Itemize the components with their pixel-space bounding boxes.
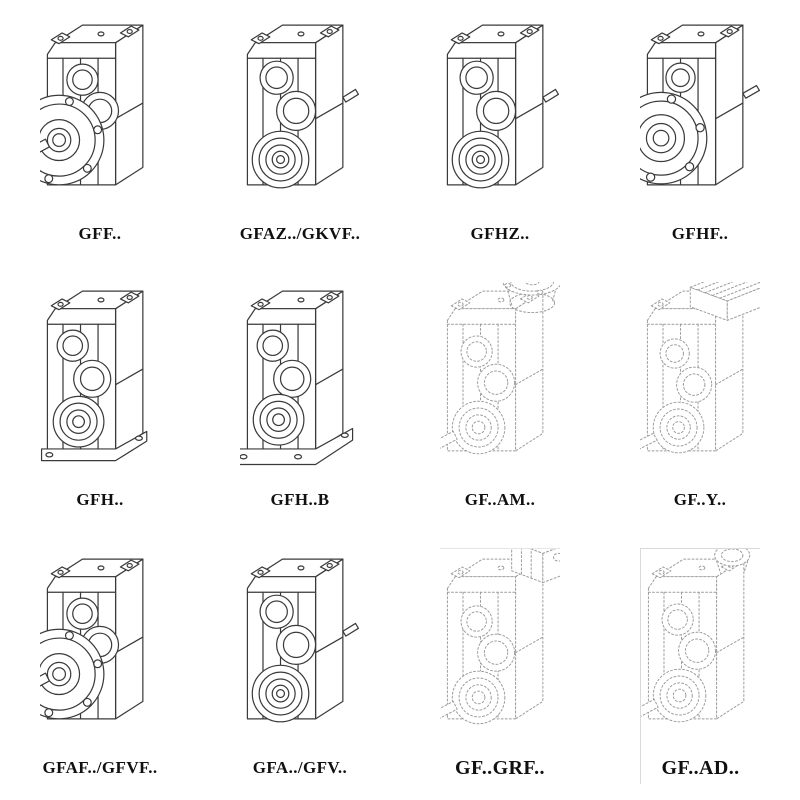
catalog-cell-gfa-gfv: GFA../GFV.. <box>240 548 360 784</box>
model-label-gff: GFF.. <box>78 224 122 243</box>
model-label-gfhz: GFHZ.. <box>470 224 530 243</box>
foot-mounted-gearbox-drawing <box>40 282 160 484</box>
model-label-gfa-gfv: GFA../GFV.. <box>252 758 348 777</box>
model-label-gf-ad: GF..AD.. <box>661 757 740 779</box>
model-label-gf-grf: GF..GRF.. <box>455 757 545 779</box>
catalog-cell-gfaz-gkvf: GFAZ../GKVF.. <box>240 16 360 250</box>
hollow-shaft-gearbox-drawing <box>440 16 560 218</box>
catalog-cell-gf-y: GF..Y.. <box>640 282 760 516</box>
model-label-gfhf: GFHF.. <box>671 224 729 243</box>
flange-mounted-gearbox-drawing <box>40 548 160 752</box>
catalog-cell-gf-am: GF..AM.. <box>440 282 560 516</box>
flange-mounted-gearbox-drawing <box>40 16 160 218</box>
model-label-gfh: GFH.. <box>76 490 124 509</box>
gearbox-grf-adapter-drawing <box>440 548 560 752</box>
hollow-shaft-gearbox-drawing <box>240 16 360 218</box>
model-label-gfh-b: GFH..B <box>270 490 330 509</box>
hollow-shaft-gearbox-drawing <box>240 548 360 752</box>
flange-mounted-hollow-gearbox-drawing <box>640 16 760 218</box>
foot-mounted-gearbox-base-drawing <box>240 282 360 484</box>
gearbox-motor-adapter-drawing <box>440 282 560 484</box>
catalog-cell-gfaf-gfvf: GFAF../GFVF.. <box>40 548 160 784</box>
catalog-cell-gf-grf: GF..GRF.. <box>440 548 560 784</box>
model-label-gfaz-gkvf: GFAZ../GKVF.. <box>240 224 360 243</box>
catalog-cell-gfh-b: GFH..B <box>240 282 360 516</box>
catalog-cell-gfh: GFH.. <box>40 282 160 516</box>
model-label-gf-y: GF..Y.. <box>673 490 727 509</box>
model-label-gfaf-gfvf: GFAF../GFVF.. <box>42 758 158 777</box>
gearbox-with-motor-drawing <box>640 282 760 484</box>
catalog-cell-gf-ad: GF..AD.. <box>640 548 760 784</box>
catalog-cell-gfhf: GFHF.. <box>640 16 760 250</box>
model-label-gf-am: GF..AM.. <box>464 490 536 509</box>
gearbox-input-adapter-drawing <box>640 548 760 752</box>
catalog-cell-gfhz: GFHZ.. <box>440 16 560 250</box>
catalog-cell-gff: GFF.. <box>40 16 160 250</box>
